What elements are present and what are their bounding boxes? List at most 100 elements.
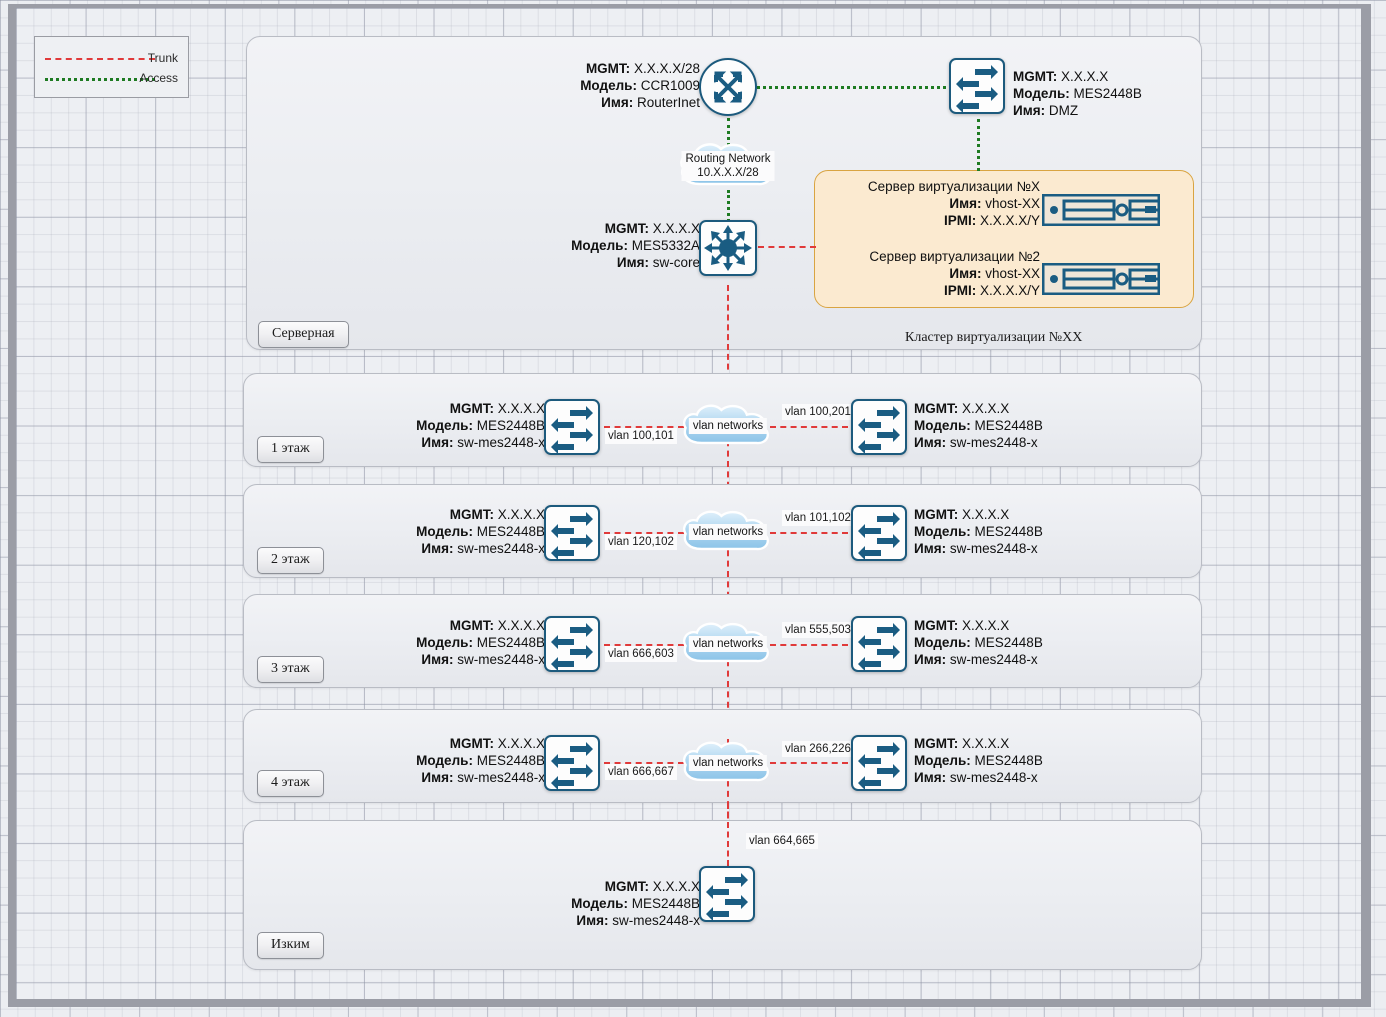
izkim-label: MGMT: X.X.X.X Модель: MES2448B Имя: sw-m…	[560, 878, 700, 929]
node-switch-dmz[interactable]	[949, 58, 1005, 114]
node-switch-f2-right[interactable]	[851, 505, 907, 561]
link-core-cluster	[758, 246, 816, 248]
node-server-2[interactable]	[1041, 262, 1177, 300]
core-mgmt-value: X.X.X.X	[652, 221, 700, 236]
f2-right-name-key: Имя:	[914, 541, 947, 556]
cloud-vlan-1[interactable]: vlan networks	[679, 400, 777, 452]
dmz-mgmt-key: MGMT:	[1013, 69, 1058, 84]
cloud-routing-line1: Routing Network	[685, 153, 771, 165]
cloud-vlan-3-caption: vlan networks	[688, 636, 768, 652]
multilayer-switch-icon	[704, 225, 752, 271]
cloud-vlan-2-caption: vlan networks	[688, 524, 768, 540]
node-switch-f3-right[interactable]	[851, 616, 907, 672]
f4-right-model-value: MES2448B	[974, 753, 1043, 768]
dmz-name-key: Имя:	[1013, 103, 1046, 118]
link-spine-floor4	[727, 739, 729, 859]
izkim-name-value: sw-mes2448-x	[612, 913, 700, 928]
f3-left-mgmt-value: X.X.X.X	[497, 618, 545, 633]
server-1-name-value: vhost-XX	[985, 196, 1040, 211]
cloud-vlan-1-caption: vlan networks	[688, 418, 768, 434]
f2-right-name-value: sw-mes2448-x	[949, 541, 1038, 556]
izkim-mgmt-key: MGMT:	[604, 879, 649, 894]
router-mgmt-value: X.X.X.X/28	[633, 61, 700, 76]
f3-left-name-value: sw-mes2448-x	[457, 652, 545, 667]
switch-icon	[858, 512, 900, 559]
link-f3-right	[770, 644, 848, 646]
f3-right-mgmt-value: X.X.X.X	[962, 618, 1010, 633]
node-switch-core[interactable]	[699, 220, 757, 276]
f1-right-mgmt-value: X.X.X.X	[962, 401, 1010, 416]
edge-label-f2-right: vlan 101,102	[782, 510, 854, 526]
f4-right-label: MGMT: X.X.X.X Модель: MES2448B Имя: sw-m…	[914, 735, 1043, 786]
group-tab-floor-4[interactable]: 4 этаж	[257, 770, 324, 797]
f1-left-mgmt-key: MGMT:	[449, 401, 494, 416]
f1-left-name-key: Имя:	[421, 435, 454, 450]
node-switch-izkim[interactable]	[699, 866, 755, 922]
link-f1-right	[770, 426, 848, 428]
cloud-vlan-4[interactable]: vlan networks	[679, 737, 777, 789]
f1-left-model-value: MES2448B	[476, 418, 545, 433]
server-2-title: Сервер виртуализации №2	[869, 249, 1040, 264]
dmz-model-value: MES2448B	[1073, 86, 1142, 101]
f4-right-name-key: Имя:	[914, 770, 947, 785]
f3-right-model-value: MES2448B	[974, 635, 1043, 650]
f2-left-mgmt-key: MGMT:	[449, 507, 494, 522]
group-tab-floor-2[interactable]: 2 этаж	[257, 547, 324, 574]
link-core-spine	[727, 285, 729, 409]
server-1-ipmi-value: X.X.X.X/Y	[979, 213, 1040, 228]
dmz-name-value: DMZ	[1048, 103, 1079, 118]
f4-right-model-key: Модель:	[914, 753, 971, 768]
f2-right-model-value: MES2448B	[974, 524, 1043, 539]
edge-label-f1-left: vlan 100,101	[605, 428, 677, 444]
node-switch-f3-left[interactable]	[544, 616, 600, 672]
edge-label-f3-left: vlan 666,603	[605, 646, 677, 662]
core-mgmt-key: MGMT:	[604, 221, 649, 236]
group-tab-floor-1[interactable]: 1 этаж	[257, 436, 324, 463]
f3-left-mgmt-key: MGMT:	[449, 618, 494, 633]
link-f2-left	[604, 532, 684, 534]
node-switch-f4-left[interactable]	[544, 735, 600, 791]
f4-right-mgmt-key: MGMT:	[914, 736, 959, 751]
router-mgmt-key: MGMT:	[585, 61, 631, 76]
f3-left-name-key: Имя:	[421, 652, 454, 667]
node-server-1[interactable]	[1041, 193, 1177, 231]
group-tab-floor-3[interactable]: 3 этаж	[257, 656, 324, 683]
cloud-routing-network[interactable]: Routing Network 10.X.X.X/28	[676, 140, 780, 192]
f4-right-mgmt-value: X.X.X.X	[962, 736, 1010, 751]
f2-right-mgmt-key: MGMT:	[914, 507, 959, 522]
f4-left-name-value: sw-mes2448-x	[457, 770, 545, 785]
link-f4-right	[770, 762, 848, 764]
f1-right-label: MGMT: X.X.X.X Модель: MES2448B Имя: sw-m…	[914, 400, 1043, 451]
edge-label-f4-right: vlan 266,226	[782, 741, 854, 757]
cloud-vlan-3[interactable]: vlan networks	[679, 618, 777, 670]
server-icon	[1041, 193, 1177, 227]
server-1-name-key: Имя:	[949, 196, 982, 211]
switch-icon	[551, 742, 593, 789]
f3-right-name-value: sw-mes2448-x	[949, 652, 1038, 667]
router-name-value: RouterInet	[636, 95, 700, 110]
group-tab-izkim[interactable]: Изким	[257, 932, 324, 959]
link-spine-izkim	[727, 803, 729, 866]
izkim-mgmt-value: X.X.X.X	[652, 879, 700, 894]
core-model-value: MES5332A	[631, 238, 700, 253]
f3-right-name-key: Имя:	[914, 652, 947, 667]
node-router-inet[interactable]	[699, 58, 757, 116]
core-name-key: Имя:	[616, 255, 649, 270]
node-switch-f4-right[interactable]	[851, 735, 907, 791]
f1-right-model-key: Модель:	[914, 418, 971, 433]
node-switch-f2-left[interactable]	[544, 505, 600, 561]
f2-left-name-value: sw-mes2448-x	[457, 541, 545, 556]
node-switch-f1-left[interactable]	[544, 399, 600, 455]
link-f4-left	[604, 762, 684, 764]
f3-left-label: MGMT: X.X.X.X Модель: MES2448B Имя: sw-m…	[405, 617, 545, 668]
server-1-ipmi-key: IPMI:	[943, 213, 977, 228]
core-name-value: sw-core	[652, 255, 700, 270]
cloud-routing-caption: Routing Network 10.X.X.X/28	[681, 151, 775, 181]
server-2-ipmi-value: X.X.X.X/Y	[979, 283, 1040, 298]
legend-item-access: Access	[35, 69, 188, 89]
group-tab-server-room[interactable]: Серверная	[258, 321, 349, 348]
cloud-vlan-2[interactable]: vlan networks	[679, 506, 777, 558]
link-f2-right	[770, 532, 848, 534]
node-switch-f1-right[interactable]	[851, 399, 907, 455]
